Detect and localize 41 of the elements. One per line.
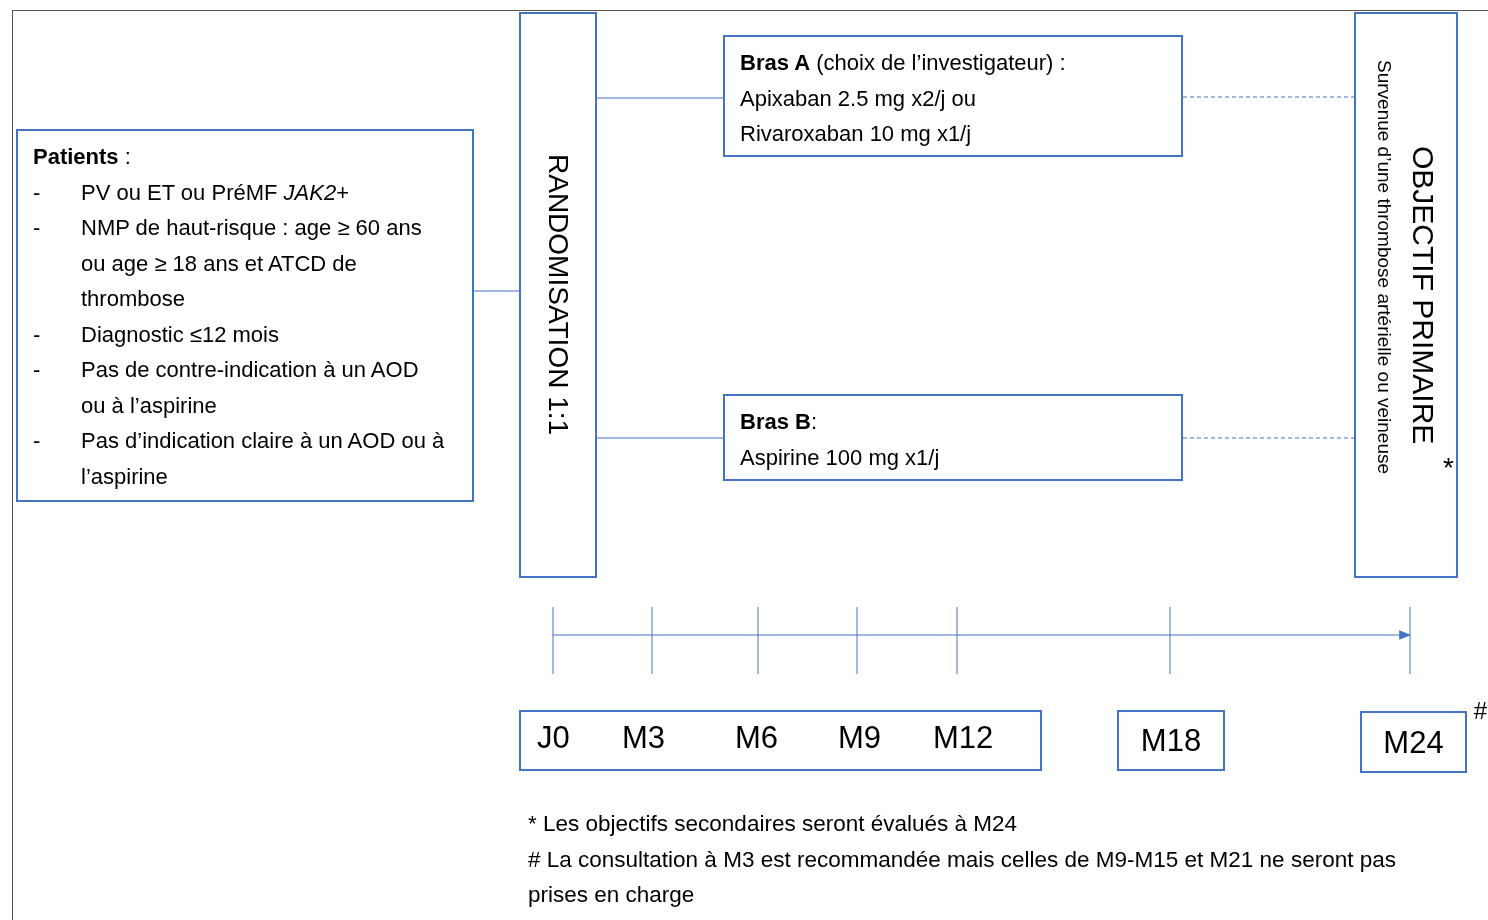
vertical-text: Survenue d’une thrombose artérielle ou veineuse <box>1374 60 1394 477</box>
criterion-text: Pas d’indication claire à un AOD ou à l’aspirine <box>81 427 446 491</box>
treatment-text: Aspirine 100 mg x1/j <box>740 444 940 470</box>
footnote-text: * Les objectifs secondaires seront évalués à M24 <box>528 811 1018 836</box>
criterion-text: Diagnostic ≤12 mois <box>81 320 280 349</box>
bullet-dash: - <box>33 356 42 384</box>
process-box <box>723 35 1183 157</box>
connector-line <box>596 97 724 99</box>
arm-heading: Bras B: <box>740 409 818 434</box>
process-box <box>1354 12 1458 578</box>
timepoint-box <box>519 710 1042 771</box>
criterion-text: NMP de haut-risque : age ≥ 60 ans ou age ≥ 18 ans et ATCD de thrombose <box>81 214 423 313</box>
criterion-text: PV ou ET ou PréMF JAK2+ <box>81 178 351 207</box>
timepoint-label: M6 <box>735 722 779 753</box>
bullet-dash: - <box>33 178 42 207</box>
bullet-dash: - <box>33 214 42 242</box>
connector-line <box>1182 437 1355 439</box>
footnote-text: # La consultation à M3 est recommandée mais celles de M9-M15 et M21 ne seront pas prises en charge <box>528 846 1396 907</box>
timepoint-box <box>1117 710 1225 771</box>
treatment-text: Apixaban 2.5 mg x2/j ou Rivaroxaban 10 mg x1/j <box>740 85 977 146</box>
footnote-mark: * <box>1443 454 1454 482</box>
timepoint-label: J0 <box>537 722 570 753</box>
bullet-dash: - <box>33 320 42 349</box>
process-box <box>723 394 1183 481</box>
process-box <box>16 129 474 502</box>
timepoint-label: M24 <box>1383 726 1444 758</box>
timepoint-label: M3 <box>622 722 666 753</box>
connector-line <box>596 437 724 439</box>
box-heading: Patients : <box>33 144 131 169</box>
timepoint-label: M12 <box>933 722 994 753</box>
timepoint-label: M9 <box>838 722 882 753</box>
vertical-heading: OBJECTIF PRIMAIRE <box>1407 145 1438 447</box>
bullet-dash: - <box>33 427 42 455</box>
connector-line <box>1182 96 1355 98</box>
connector-line <box>473 290 520 292</box>
process-box <box>519 12 597 578</box>
footnote-mark: # <box>1473 699 1487 723</box>
vertical-label: RANDOMISATION 1:1 <box>544 154 572 436</box>
timepoint-label: M18 <box>1140 725 1202 756</box>
criterion-text: Pas de contre-indication à un AOD ou à l’aspirine <box>81 356 420 420</box>
arm-heading: Bras A (choix de l’investigateur) : <box>740 50 1066 75</box>
